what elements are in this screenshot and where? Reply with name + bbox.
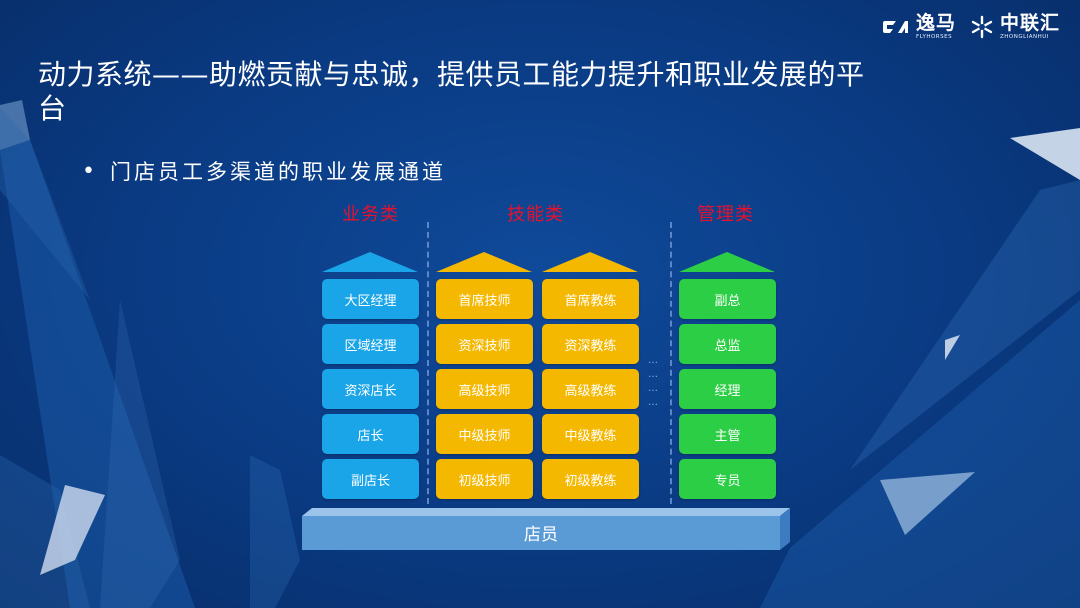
column-management: 副总 总监 经理 主管 专员 <box>679 252 776 504</box>
bg-shard <box>1010 128 1080 180</box>
base-block <box>302 508 790 550</box>
flyhorses-logo-icon <box>882 21 908 34</box>
column-business: 大区经理 区域经理 资深店长 店长 副店长 <box>322 252 419 504</box>
divider-dashed <box>427 222 429 504</box>
position-box: 总监 <box>679 324 776 364</box>
ellipsis-mark: … <box>648 397 659 408</box>
position-box: 副店长 <box>322 459 419 499</box>
column-arrow-icon <box>679 252 775 272</box>
bg-shard <box>0 108 90 300</box>
column-arrow-icon <box>322 252 418 272</box>
position-box: 店长 <box>322 414 419 454</box>
brand1-text: 逸马 <box>915 12 956 34</box>
position-box: 资深教练 <box>542 324 639 364</box>
bullet-text: 门店员工多渠道的职业发展通道 <box>109 160 446 184</box>
position-box: 中级技师 <box>436 414 533 454</box>
position-box: 区域经理 <box>322 324 419 364</box>
position-box: 专员 <box>679 459 776 499</box>
brand2-sub: ZHONGLIANHUI <box>999 34 1049 40</box>
bg-shard <box>0 140 195 608</box>
category-skill: 技能类 <box>507 204 564 225</box>
column-arrow-icon <box>542 252 638 272</box>
bg-shard <box>0 455 90 608</box>
column-coach: 首席教练 资深教练 高级教练 中级教练 初级教练 <box>542 252 639 504</box>
position-box: 首席教练 <box>542 279 639 319</box>
bg-shard <box>40 485 105 575</box>
category-business: 业务类 <box>342 204 399 225</box>
category-management: 管理类 <box>697 204 754 225</box>
header-logos: 逸马 FLYHORSES 中联汇 ZHONGLIANHUI <box>882 14 1060 41</box>
bg-shard <box>250 455 300 608</box>
position-box: 副总 <box>679 279 776 319</box>
position-box: 初级教练 <box>542 459 639 499</box>
brand1-sub: FLYHORSES <box>915 34 953 40</box>
position-box: 经理 <box>679 369 776 409</box>
bg-shard <box>880 472 975 535</box>
position-box: 首席技师 <box>436 279 533 319</box>
brand-zhonglianhui: 中联汇 ZHONGLIANHUI <box>970 14 1060 41</box>
ellipsis-mark: … <box>648 355 659 366</box>
snowflake-logo-icon <box>971 16 993 39</box>
position-box: 资深店长 <box>322 369 419 409</box>
bg-shard <box>945 335 960 360</box>
bullet-item: • 门店员工多渠道的职业发展通道 <box>82 156 446 186</box>
bg-shard <box>100 300 180 608</box>
brand-flyhorses: 逸马 FLYHORSES <box>882 14 956 41</box>
ellipsis-mark: … <box>648 369 659 380</box>
base-label: 店员 <box>524 525 558 545</box>
bg-shard <box>0 100 30 150</box>
position-box: 资深技师 <box>436 324 533 364</box>
bullet-dot-icon: • <box>82 158 98 184</box>
bg-shard <box>850 180 1080 470</box>
column-arrow-icon <box>436 252 532 272</box>
position-box: 中级教练 <box>542 414 639 454</box>
position-box: 主管 <box>679 414 776 454</box>
divider-dashed <box>670 222 672 504</box>
position-box: 高级技师 <box>436 369 533 409</box>
brand2-text: 中联汇 <box>999 12 1060 34</box>
position-box: 初级技师 <box>436 459 533 499</box>
bg-shard <box>760 300 1080 608</box>
column-technician: 首席技师 资深技师 高级技师 中级技师 初级技师 <box>436 252 533 504</box>
position-box: 大区经理 <box>322 279 419 319</box>
more-columns-ellipsis: … … … … <box>648 354 660 410</box>
position-box: 高级教练 <box>542 369 639 409</box>
ellipsis-mark: … <box>648 383 659 394</box>
slide-title: 动力系统——助燃贡献与忠诚，提供员工能力提升和职业发展的平台 <box>38 58 865 125</box>
